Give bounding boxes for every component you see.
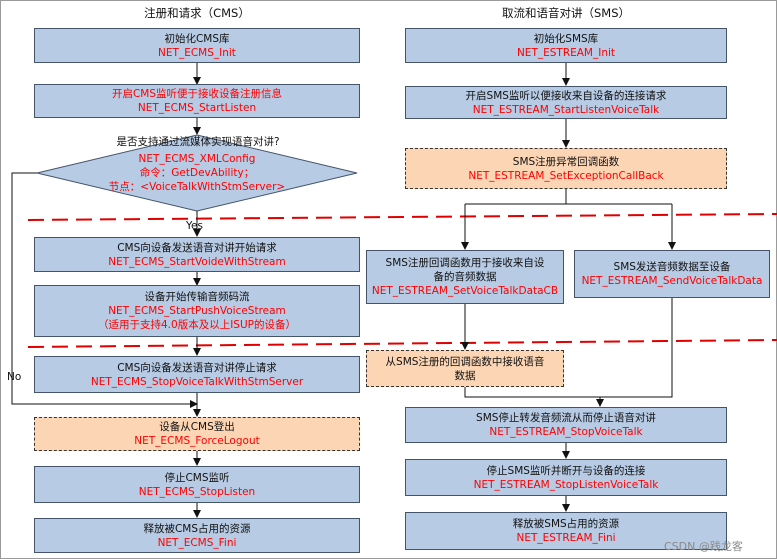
arrow-right-send-to-stop [596, 298, 673, 407]
watermark: CSDN @践龙客 [664, 540, 743, 553]
step-text-line: SMS停止转发音频流从而停止语音对讲 [476, 412, 656, 424]
step-text-line: CMS向设备发送语音对讲停止请求 [117, 361, 277, 374]
step-sms-stop-voice: SMS停止转发音频流从而停止语音对讲 NET_ESTREAM_StopVoiceT… [405, 407, 727, 443]
step-text-line: 初始化SMS库 [533, 32, 599, 45]
step-text-line: 设备开始传输音频码流 [144, 291, 250, 303]
separator-line-top [27, 213, 777, 221]
step-text-line: NET_ECMS_ForceLogout [134, 435, 260, 447]
step-text-line: 备的音频数据 [433, 271, 497, 283]
step-text-line: NET_ECMS_StopVoiceTalkWithStmServer [90, 375, 304, 388]
decision-line: NET_ECMS_XMLConfig [138, 153, 256, 165]
right-column-title: 取流和语音对讲（SMS） [501, 6, 631, 20]
step-text-line: NET_ESTREAM_StartListenVoiceTalk [472, 103, 660, 116]
arrow-left-no [11, 172, 198, 408]
step-sms-send-voice-data: SMS发送音频数据至设备 NET_ESTREAM_SendVoiceTalkDat… [574, 250, 770, 298]
arrow-right-receive-to-stop [464, 387, 600, 398]
step-text-line: 初始化CMS库 [164, 32, 230, 45]
step-text-line: NET_ECMS_StartVoideWithStream [108, 255, 286, 268]
step-text-line: 设备从CMS登出 [159, 421, 235, 433]
step-text-line: NET_ESTREAM_Init [516, 46, 616, 59]
step-text-line: NET_ESTREAM_SetExceptionCallBack [468, 169, 664, 182]
step-text-line: 释放被SMS占用的资源 [512, 518, 620, 530]
decision-yes-label: Yes [186, 220, 203, 232]
step-text-line: SMS注册异常回调函数 [512, 155, 620, 168]
decision-line: 命令：GetDevAbility； [139, 167, 255, 179]
step-cms-start-listen: 开启CMS监听便于接收设备注册信息 NET_ECMS_StartListen [34, 84, 360, 118]
step-text-line: 停止CMS监听 [164, 471, 230, 484]
step-sms-receive-voice: 从SMS注册的回调函数中接收语音数据 [366, 350, 564, 387]
decision-no-label: No [7, 371, 22, 383]
step-text-line: 开启CMS监听便于接收设备注册信息 [111, 88, 283, 100]
step-text-line: NET_ESTREAM_SendVoiceTalkData [581, 275, 763, 287]
step-text-line: SMS注册回调函数用于接收来自设 [385, 257, 545, 269]
step-text-line: 释放被CMS占用的资源 [143, 522, 251, 535]
separator-line-bottom [27, 339, 777, 348]
decision-line: 节点：<VoiceTalkWithStmServer> [108, 181, 286, 193]
step-text-line: CMS向设备发送语音对讲开始请求 [117, 241, 277, 254]
step-text-line: （适用于支持4.0版本及以上ISUP的设备） [98, 319, 296, 331]
step-text-line: 从SMS注册的回调函数中接收语音 [385, 355, 545, 368]
step-text-line: 数据 [454, 369, 476, 382]
step-text-line: NET_ESTREAM_StopVoiceTalk [489, 426, 643, 438]
step-text-line: NET_ECMS_StopListen [138, 485, 256, 498]
step-cms-force-logout: 设备从CMS登出 NET_ECMS_ForceLogout [34, 417, 360, 451]
step-text-line: NET_ECMS_Init [158, 46, 236, 59]
step-text-line: SMS发送音频数据至设备 [613, 261, 731, 273]
step-text-line: 停止SMS监听并断开与设备的连接 [486, 464, 646, 477]
step-text-line: NET_ECMS_StartPushVoiceStream [108, 305, 286, 317]
left-column-title: 注册和请求（CMS） [144, 6, 250, 20]
step-text-line: NET_ECMS_StartListen [137, 102, 257, 114]
step-sms-set-voice-callback: SMS注册回调函数用于接收来自设备的音频数据 NET_ESTREAM_SetVoi… [366, 250, 564, 304]
step-text-line: NET_ECMS_Fini [157, 536, 237, 549]
step-text-line: NET_ESTREAM_Fini [516, 532, 616, 544]
step-text-line: 开启SMS监听以便接收来自设备的连接请求 [465, 89, 667, 102]
step-text-line: NET_ESTREAM_StopListenVoiceTalk [473, 478, 659, 491]
step-text-line: NET_ESTREAM_SetVoiceTalkDataCB [371, 285, 559, 297]
step-cms-push-voice-stream: 设备开始传输音频码流 NET_ECMS_StartPushVoiceStream （… [34, 285, 360, 337]
decision-question: 是否支持通过流媒体实现语音对讲? [116, 136, 280, 148]
decision-text: NET_ECMS_XMLConfig 命令：GetDevAbility； 节点：… [77, 152, 317, 194]
step-sms-fini: 释放被SMS占用的资源 NET_ESTREAM_Fini [405, 512, 727, 550]
